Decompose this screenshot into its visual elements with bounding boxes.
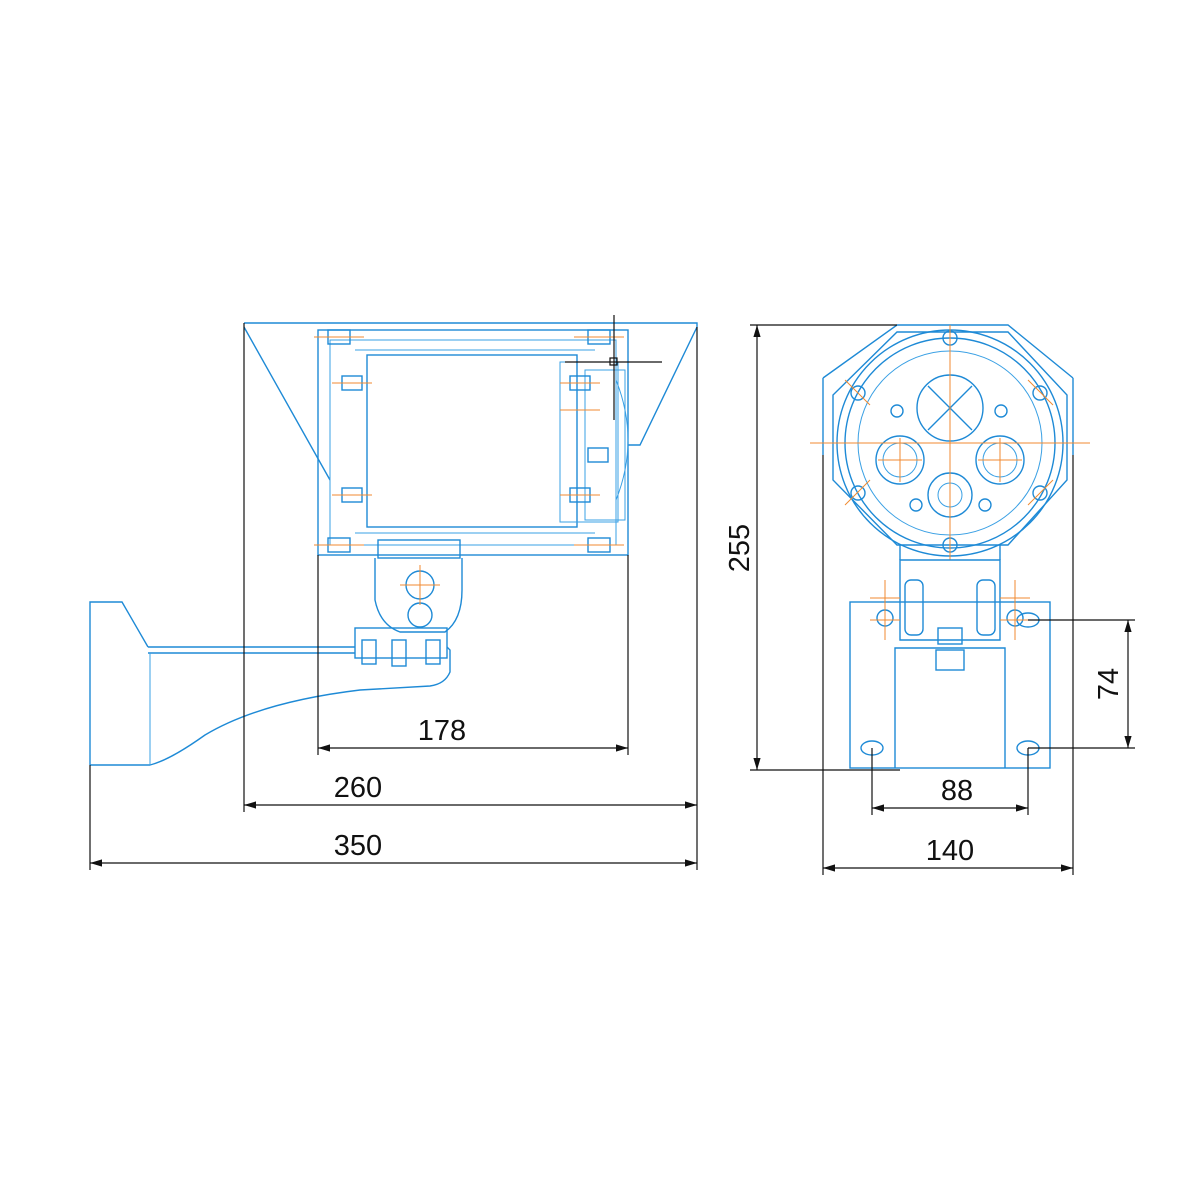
side-view <box>89 315 698 766</box>
mount-bracket <box>374 558 463 633</box>
mount-plate <box>377 539 461 559</box>
front-view <box>810 324 1090 769</box>
ir-light-right <box>975 435 1025 485</box>
ir-light-left <box>875 435 925 485</box>
wall-arm <box>90 646 451 766</box>
dimensions: 178 260 350 255 74 88 140 <box>89 323 1135 875</box>
housing-body <box>317 329 629 556</box>
front-shield <box>822 324 1074 455</box>
dim-350-label: 350 <box>334 830 382 862</box>
dim-260-label: 260 <box>334 772 382 804</box>
front-housing <box>832 331 1068 546</box>
dim-88-label: 88 <box>941 775 973 807</box>
dim-74-label: 74 <box>1093 668 1125 700</box>
dim-140-label: 140 <box>926 835 974 867</box>
front-base-plate <box>849 601 1051 769</box>
dim-255-label: 255 <box>724 524 756 572</box>
clamp <box>354 627 448 659</box>
dim-178-label: 178 <box>418 715 466 747</box>
wall-plate <box>89 601 149 765</box>
front-bracket <box>899 559 1001 641</box>
inner-window <box>366 354 578 528</box>
sun-shield <box>243 322 698 481</box>
